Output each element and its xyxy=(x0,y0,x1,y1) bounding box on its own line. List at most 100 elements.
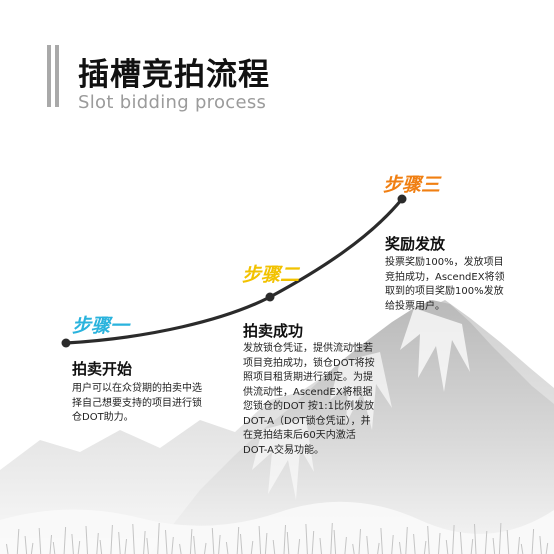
reed-stroke xyxy=(52,541,56,554)
reed-stroke xyxy=(445,539,449,554)
reed-stroke xyxy=(143,530,146,554)
reed-stroke xyxy=(413,533,416,554)
reed-stroke xyxy=(520,543,524,554)
reed-stroke xyxy=(391,534,394,554)
reed-stroke xyxy=(539,535,542,554)
reed-stroke xyxy=(118,531,121,554)
reed-stroke xyxy=(366,535,369,554)
reed-stroke xyxy=(311,530,315,554)
reed-stroke xyxy=(330,522,333,554)
reed-stroke xyxy=(498,522,502,554)
step2-line: DOT-A交易功能。 xyxy=(243,444,324,456)
reed-stroke xyxy=(132,523,135,554)
reed-stroke xyxy=(545,542,549,554)
reed-stroke xyxy=(85,525,88,554)
reed-stroke xyxy=(399,541,402,554)
reed-stroke xyxy=(305,523,308,554)
reed-stroke xyxy=(427,525,430,554)
step2-line: 发放锁仓凭证，提供流动性若 xyxy=(243,343,373,354)
step2-line: DOT-A（DOT锁仓凭证），并 xyxy=(243,415,371,427)
step2-label: 步骤二 xyxy=(242,264,300,286)
reed-stroke xyxy=(344,536,347,554)
reed-stroke xyxy=(333,529,337,554)
reed-stroke xyxy=(110,524,113,554)
reed-stroke xyxy=(218,534,221,554)
reed-stroke xyxy=(459,531,463,554)
reed-stroke xyxy=(49,534,52,554)
step1-line: 仓DOT助力。 xyxy=(72,412,134,423)
reed-stroke xyxy=(24,535,28,554)
reed-stroke xyxy=(405,526,408,554)
step1-heading: 拍卖开始 xyxy=(72,360,133,378)
reed-stroke xyxy=(157,522,160,554)
reed-stroke xyxy=(236,526,240,554)
step1-line: 用户可以在众贷期的拍卖中选 xyxy=(72,383,202,394)
reed-stroke xyxy=(99,539,103,554)
reed-stroke xyxy=(264,532,268,554)
reed-stroke xyxy=(531,528,535,554)
reed-stroke xyxy=(452,524,455,554)
reed-stroke xyxy=(474,523,477,554)
reed-stroke xyxy=(272,539,276,554)
step2-description: 发放锁仓凭证，提供流动性若 项目竞拍成功，锁仓DOT将按 照项目租赁期进行锁定。… xyxy=(243,342,375,458)
reed-stroke xyxy=(77,540,81,554)
page-subtitle: Slot bidding process xyxy=(78,92,267,113)
reed-stroke xyxy=(171,536,174,554)
step3-heading: 奖励发放 xyxy=(385,235,446,253)
reed-stroke xyxy=(189,528,193,554)
reed-stroke xyxy=(297,538,301,554)
reed-stroke xyxy=(438,532,441,554)
step3-description: 投票奖励100%，发放项目 竞拍成功，AscendEX将领 取到的项目奖励100… xyxy=(385,256,505,314)
reed-stroke xyxy=(286,531,290,554)
step2-line: 在竞拍结束后60天内激活 xyxy=(243,430,356,441)
step1-label: 步骤一 xyxy=(72,315,130,337)
reed-stroke xyxy=(506,529,510,554)
reed-stroke xyxy=(193,535,196,554)
reed-stroke xyxy=(319,537,322,554)
step2-line: 供流动性，AscendEX将根据 xyxy=(243,386,373,398)
reed-stroke xyxy=(179,543,182,554)
reed-stroke xyxy=(16,528,20,554)
reed-stroke xyxy=(492,537,496,554)
step3-node xyxy=(397,194,407,204)
reed-stroke xyxy=(96,532,99,554)
step2-line: 项目竞拍成功，锁仓DOT将按 xyxy=(243,357,375,369)
reed-stroke xyxy=(283,524,286,554)
step2-node xyxy=(265,292,275,302)
reed-stroke xyxy=(165,529,168,554)
reed-stroke xyxy=(352,543,355,554)
step1-description: 用户可以在众贷期的拍卖中选 择自己想要支持的项目进行锁 仓DOT助力。 xyxy=(72,382,202,426)
reed-stroke xyxy=(517,536,520,554)
step2-line: 照项目租赁期进行锁定。为提 xyxy=(243,372,373,383)
step1-line: 择自己想要支持的项目进行锁 xyxy=(72,397,202,409)
reed-stroke xyxy=(30,542,34,554)
step3-line: 竞拍成功，AscendEX将领 xyxy=(385,271,505,283)
reed-stroke xyxy=(423,540,427,554)
step3-label: 步骤三 xyxy=(383,174,441,196)
reed-stroke xyxy=(380,527,383,554)
step3-line: 取到的项目奖励100%发放 xyxy=(385,286,504,297)
reed-stroke xyxy=(63,526,67,554)
header-accent-bar xyxy=(47,45,51,107)
reed-stroke xyxy=(71,533,74,554)
reed-stroke xyxy=(6,543,9,554)
reed-stroke xyxy=(38,527,42,554)
reed-stroke xyxy=(240,533,243,554)
step1-node xyxy=(61,338,71,348)
reed-stroke xyxy=(258,525,262,554)
header-accent-bar xyxy=(55,45,59,107)
reed-stroke xyxy=(358,528,361,554)
reed-stroke xyxy=(204,542,207,554)
step2-heading: 拍卖成功 xyxy=(243,322,304,340)
reed-stroke xyxy=(124,538,127,554)
reed-stroke xyxy=(250,540,254,554)
page-title: 插槽竞拍流程 xyxy=(78,57,270,93)
reed-stroke xyxy=(225,541,229,554)
reed-stroke xyxy=(377,542,380,554)
step2-line: 您锁仓的DOT 按1:1比例发放 xyxy=(243,401,374,412)
reed-stroke xyxy=(484,530,488,554)
step3-line: 投票奖励100%，发放项目 xyxy=(385,257,504,268)
